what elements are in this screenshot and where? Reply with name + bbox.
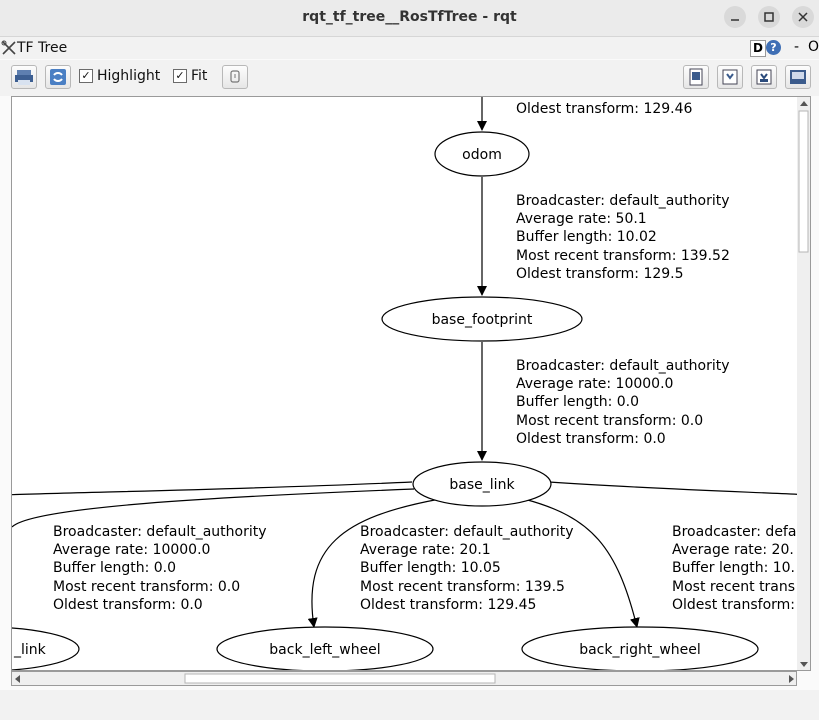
edge-label-recent: Most recent trans — [672, 579, 795, 595]
save-image-button[interactable] — [785, 65, 811, 89]
node-label: odom — [462, 147, 502, 163]
plugin-titlebar: TF Tree D ? - O — [0, 37, 819, 59]
edge-base-link-back-right-wheel: Broadcaster: defa Average rate: 20. Buff… — [523, 498, 796, 628]
edge-base-link-right-offscreen — [548, 481, 798, 495]
node-link-partial[interactable]: _link — [12, 627, 80, 670]
fit-label: Fit — [191, 68, 208, 84]
scroll-right-icon — [789, 675, 794, 683]
node-label: base_link — [449, 477, 515, 493]
edge-base-link-back-left-wheel: Broadcaster: default_authority Average r… — [307, 498, 574, 628]
node-back-right-wheel[interactable]: back_right_wheel — [521, 626, 759, 670]
tools-icon — [1, 40, 16, 55]
edge-label-recent: Most recent transform: 0.0 — [53, 579, 240, 595]
graph-canvas[interactable]: Oldest transform: 129.46 Broadcaster: de… — [11, 96, 799, 671]
edge-label-oldest: Oldest transform: 129.5 — [516, 266, 684, 282]
node-base-footprint[interactable]: base_footprint — [381, 296, 583, 342]
tf-tree-graph: Oldest transform: 129.46 Broadcaster: de… — [12, 97, 798, 670]
edge-label-buffer: Buffer length: 10.05 — [360, 560, 501, 576]
edge-label-rate: Average rate: 10000.0 — [516, 376, 673, 392]
node-label: _link — [13, 642, 47, 658]
node-label: back_right_wheel — [579, 642, 701, 658]
close-icon — [798, 12, 808, 22]
minimize-plugin-button[interactable]: - — [794, 39, 800, 55]
vertical-scrollbar-graphic — [798, 101, 809, 667]
node-label: base_footprint — [432, 312, 533, 328]
edge-label-oldest: Oldest transform: 0.0 — [53, 597, 203, 613]
edge-label-recent: Most recent transform: 139.5 — [360, 579, 565, 595]
edge-label-oldest: Oldest transform: 129.45 — [360, 597, 536, 613]
edge-label-broadcaster: Broadcaster: default_authority — [360, 524, 574, 540]
generate-tf-tree-button[interactable] — [45, 65, 71, 89]
edge-label-buffer: Buffer length: 0.0 — [516, 394, 639, 410]
print-icon — [15, 70, 33, 85]
edge-label-rate: Average rate: 20. — [672, 542, 794, 558]
edge-label-buffer: Buffer length: 0.0 — [53, 560, 176, 576]
highlight-label: Highlight — [97, 68, 161, 84]
node-base-link[interactable]: base_link — [412, 461, 552, 507]
edge-label-buffer: Buffer length: 10.02 — [516, 229, 657, 245]
node-label: back_left_wheel — [269, 642, 380, 658]
edge-base-link-left-offscreen — [12, 481, 413, 496]
document-icon — [689, 68, 703, 86]
edge-base-footprint-base-link: Broadcaster: default_authority Average r… — [477, 342, 730, 461]
fit-view-icon — [230, 70, 240, 83]
edge-label-rate: Average rate: 10000.0 — [53, 542, 210, 558]
horizontal-scrollbar[interactable] — [11, 671, 797, 686]
scroll-up-icon — [800, 101, 808, 106]
horizontal-scrollbar-graphic — [15, 673, 794, 684]
window-titlebar: rqt_tf_tree__RosTfTree - rqt — [0, 0, 819, 37]
maximize-button[interactable] — [758, 6, 780, 28]
edge-label-rate: Average rate: 50.1 — [516, 211, 647, 227]
edge-label-broadcaster: Broadcaster: default_authority — [53, 524, 267, 540]
help-button[interactable]: ? — [766, 40, 781, 55]
edge-label-broadcaster: Broadcaster: default_authority — [516, 358, 730, 374]
edge-label-rate: Average rate: 20.1 — [360, 542, 491, 558]
save-svg-button[interactable] — [751, 65, 777, 89]
window-title: rqt_tf_tree__RosTfTree - rqt — [302, 9, 517, 25]
scroll-left-icon — [15, 675, 20, 683]
save-file-icon — [722, 69, 738, 85]
edge-label-recent: Most recent transform: 139.52 — [516, 248, 730, 264]
minimize-icon — [731, 19, 739, 21]
edge-label-buffer: Buffer length: 10. — [672, 560, 795, 576]
maximize-icon — [764, 12, 774, 22]
edge-label-recent: Most recent transform: 0.0 — [516, 413, 703, 429]
edge-label-oldest: Oldest transform: 0.0 — [516, 431, 666, 447]
close-button[interactable] — [792, 6, 814, 28]
plugin-title: TF Tree — [17, 40, 68, 56]
fit-checkbox[interactable]: ✓ — [173, 69, 187, 83]
fit-in-view-button[interactable] — [222, 65, 248, 89]
load-dot-button[interactable] — [683, 65, 709, 89]
vertical-scrollbar[interactable] — [797, 96, 811, 671]
horizontal-scroll-thumb[interactable] — [184, 673, 496, 684]
status-bar — [0, 690, 819, 720]
export-icon — [756, 69, 772, 85]
edge-odom-base-footprint: Broadcaster: default_authority Average r… — [477, 177, 730, 296]
refresh-icon — [50, 69, 66, 85]
edge-base-link-link: Broadcaster: default_authority Average r… — [12, 488, 415, 613]
highlight-checkbox[interactable]: ✓ — [79, 69, 93, 83]
toolbar: ✓ Highlight ✓ Fit — [0, 60, 819, 96]
edge-top-odom: Oldest transform: 129.46 — [477, 97, 693, 131]
edge-label-broadcaster: Broadcaster: defa — [672, 524, 796, 540]
close-plugin-button[interactable]: O — [808, 39, 819, 55]
refresh-graph-button[interactable] — [11, 65, 37, 89]
node-odom[interactable]: odom — [434, 131, 530, 177]
save-dot-button[interactable] — [717, 65, 743, 89]
node-back-left-wheel[interactable]: back_left_wheel — [216, 626, 434, 670]
minimize-button[interactable] — [724, 6, 746, 28]
image-icon — [790, 70, 806, 84]
edge-label-line: Oldest transform: 129.46 — [516, 101, 693, 117]
vertical-scroll-thumb[interactable] — [798, 110, 809, 253]
scroll-down-icon — [800, 662, 808, 667]
edge-label-broadcaster: Broadcaster: default_authority — [516, 193, 730, 209]
edge-label-oldest: Oldest transform: — [672, 597, 795, 613]
dock-button[interactable]: D — [750, 40, 766, 57]
